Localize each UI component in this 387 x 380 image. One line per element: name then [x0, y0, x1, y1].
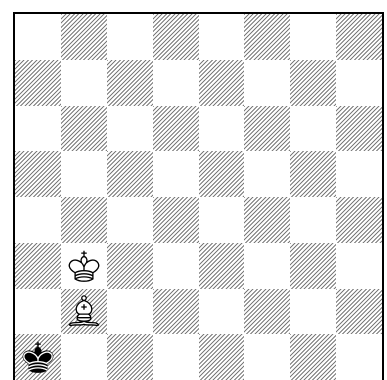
- square-c2[interactable]: [107, 289, 153, 335]
- square-h3[interactable]: [336, 243, 382, 289]
- square-f5[interactable]: [244, 151, 290, 197]
- square-c5[interactable]: [107, 151, 153, 197]
- square-h8[interactable]: [336, 14, 382, 60]
- square-b2[interactable]: [61, 289, 107, 335]
- square-f7[interactable]: [244, 60, 290, 106]
- square-c6[interactable]: [107, 106, 153, 152]
- square-g3[interactable]: [290, 243, 336, 289]
- square-c3[interactable]: [107, 243, 153, 289]
- square-a5[interactable]: [15, 151, 61, 197]
- square-d4[interactable]: [153, 197, 199, 243]
- square-b5[interactable]: [61, 151, 107, 197]
- square-g4[interactable]: [290, 197, 336, 243]
- square-a6[interactable]: [15, 106, 61, 152]
- square-f1[interactable]: [244, 334, 290, 380]
- square-h7[interactable]: [336, 60, 382, 106]
- square-e6[interactable]: [199, 106, 245, 152]
- square-d5[interactable]: [153, 151, 199, 197]
- square-g5[interactable]: [290, 151, 336, 197]
- white-bishop-icon[interactable]: [61, 289, 107, 335]
- square-e5[interactable]: [199, 151, 245, 197]
- square-c8[interactable]: [107, 14, 153, 60]
- square-d7[interactable]: [153, 60, 199, 106]
- square-a1[interactable]: [15, 334, 61, 380]
- square-d8[interactable]: [153, 14, 199, 60]
- square-b8[interactable]: [61, 14, 107, 60]
- square-g2[interactable]: [290, 289, 336, 335]
- square-h6[interactable]: [336, 106, 382, 152]
- square-g8[interactable]: [290, 14, 336, 60]
- square-d2[interactable]: [153, 289, 199, 335]
- square-g1[interactable]: [290, 334, 336, 380]
- square-e2[interactable]: [199, 289, 245, 335]
- square-h1[interactable]: [336, 334, 382, 380]
- square-f3[interactable]: [244, 243, 290, 289]
- square-e3[interactable]: [199, 243, 245, 289]
- square-g6[interactable]: [290, 106, 336, 152]
- square-e4[interactable]: [199, 197, 245, 243]
- square-a7[interactable]: [15, 60, 61, 106]
- square-f2[interactable]: [244, 289, 290, 335]
- square-a2[interactable]: [15, 289, 61, 335]
- square-a3[interactable]: [15, 243, 61, 289]
- square-b7[interactable]: [61, 60, 107, 106]
- square-b4[interactable]: [61, 197, 107, 243]
- square-h4[interactable]: [336, 197, 382, 243]
- square-e8[interactable]: [199, 14, 245, 60]
- square-h2[interactable]: [336, 289, 382, 335]
- square-b3[interactable]: [61, 243, 107, 289]
- square-h5[interactable]: [336, 151, 382, 197]
- chess-board: [13, 12, 384, 380]
- square-d1[interactable]: [153, 334, 199, 380]
- square-c1[interactable]: [107, 334, 153, 380]
- black-king-icon[interactable]: [15, 334, 61, 380]
- square-f4[interactable]: [244, 197, 290, 243]
- square-e1[interactable]: [199, 334, 245, 380]
- square-g7[interactable]: [290, 60, 336, 106]
- square-f8[interactable]: [244, 14, 290, 60]
- square-c7[interactable]: [107, 60, 153, 106]
- square-a8[interactable]: [15, 14, 61, 60]
- square-b1[interactable]: [61, 334, 107, 380]
- square-b6[interactable]: [61, 106, 107, 152]
- square-e7[interactable]: [199, 60, 245, 106]
- square-a4[interactable]: [15, 197, 61, 243]
- square-f6[interactable]: [244, 106, 290, 152]
- square-c4[interactable]: [107, 197, 153, 243]
- square-d6[interactable]: [153, 106, 199, 152]
- white-king-icon[interactable]: [61, 243, 107, 289]
- square-d3[interactable]: [153, 243, 199, 289]
